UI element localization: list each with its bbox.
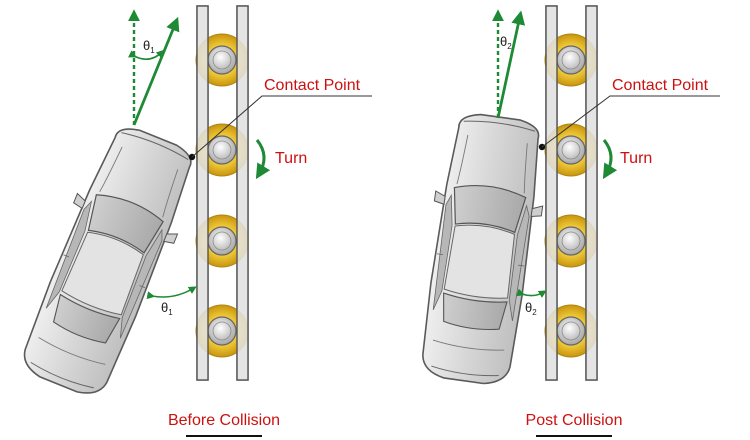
roller-barrier [544, 5, 598, 381]
turn-label: Turn [275, 150, 307, 167]
turn-arrow [255, 139, 271, 180]
car [409, 108, 555, 390]
before-collision-panel: θ1 θ1 Contact Point Turn Before Collisio… [7, 5, 372, 437]
heading-direction-arrow [496, 10, 526, 119]
caption-before: Before Collision [168, 412, 280, 429]
contact-point-label: Contact Point [612, 77, 709, 94]
caption-post: Post Collision [526, 412, 623, 429]
contact-point-leader [191, 95, 372, 158]
angle-arc-bottom [146, 286, 197, 300]
angle-arc-bottom [516, 288, 547, 298]
theta-top-label: θ2 [500, 34, 512, 51]
theta-bottom-label: θ1 [161, 300, 173, 317]
roller-barrier [195, 5, 249, 381]
car [7, 116, 210, 406]
theta-top-label: θ1 [143, 38, 155, 55]
theta-bottom-label: θ2 [525, 300, 537, 317]
heading-direction-arrow [132, 16, 180, 126]
turn-arrow [602, 139, 618, 180]
post-collision-panel: θ2 θ2 Contact Point Turn Post Collision [409, 5, 720, 437]
contact-point-leader [541, 95, 720, 148]
contact-point-label: Contact Point [264, 77, 361, 94]
angle-arc-top [127, 49, 165, 60]
turn-label: Turn [620, 150, 652, 167]
